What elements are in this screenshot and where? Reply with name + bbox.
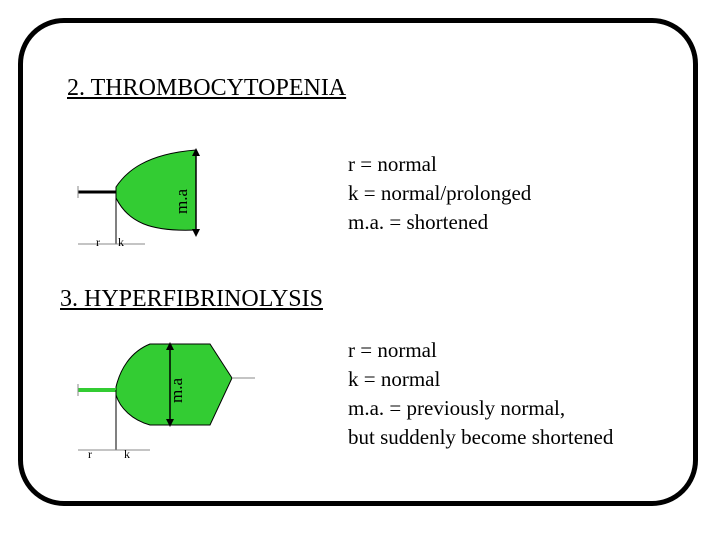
note-ma: m.a. = previously normal, [348,396,566,420]
note-k: k = normal/prolonged [348,181,532,205]
r-label: r [88,447,92,461]
note-r: r = normal [348,338,437,362]
k-label: k [118,235,124,249]
ma-arrow-head-bottom [192,229,200,237]
k-label: k [124,447,130,461]
hyperfibrinolysis-tracing: r k m.a [77,342,255,461]
ma-label: m.a [172,189,191,214]
thrombocytopenia-notes: r = normal k = normal/prolonged m.a. = s… [348,150,531,237]
note-r: r = normal [348,152,437,176]
thrombocytopenia-tracing: r k m.a [77,148,200,249]
section-title-thrombocytopenia: 2. THROMBOCYTOPENIA [67,75,347,101]
ma-arrow-head-top [192,148,200,156]
ma-arrow-head-top [166,342,174,350]
note-k: k = normal [348,367,441,391]
ma-arrow-head-bottom [166,419,174,427]
note-ma: m.a. = shortened [348,210,489,234]
section-title-hyperfibrinolysis: 3. HYPERFIBRINOLYSIS [60,286,323,312]
note-ma-continued: but suddenly become shortened [348,425,614,449]
ma-label: m.a [167,378,186,403]
hyperfibrinolysis-notes: r = normal k = normal m.a. = previously … [348,336,613,452]
tracing-shape [115,343,233,426]
slide-frame [18,18,698,506]
r-label: r [96,235,100,249]
